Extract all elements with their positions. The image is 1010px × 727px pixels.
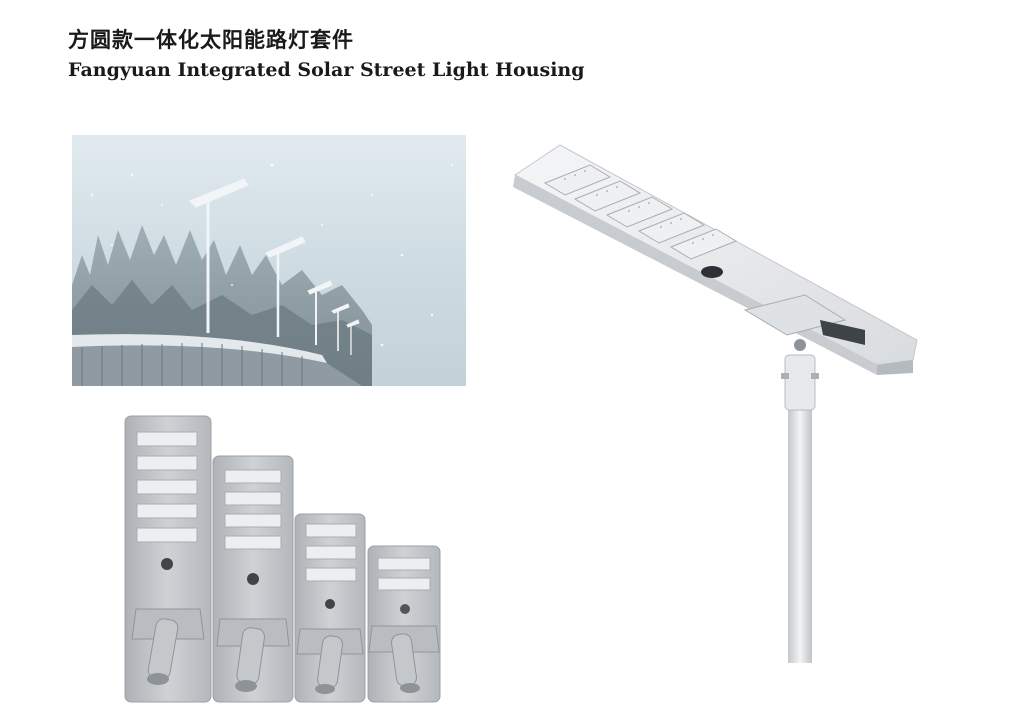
page-title-chinese: 方圆款一体化太阳能路灯套件: [68, 28, 354, 52]
housing-medium: [294, 513, 366, 703]
scene-photo: [72, 135, 466, 386]
foggy-bridge-illustration: [72, 135, 466, 386]
housing-large: [124, 415, 212, 703]
page-title-english: Fangyuan Integrated Solar Street Light H…: [68, 59, 585, 81]
angled-lamp-illustration: [513, 144, 918, 663]
housing-family-photo: [120, 414, 460, 704]
hero-lamp-photo: [505, 135, 925, 665]
housing-medium-large: [212, 455, 294, 703]
housing-small: [367, 545, 441, 703]
four-housings-illustration: [124, 415, 441, 703]
